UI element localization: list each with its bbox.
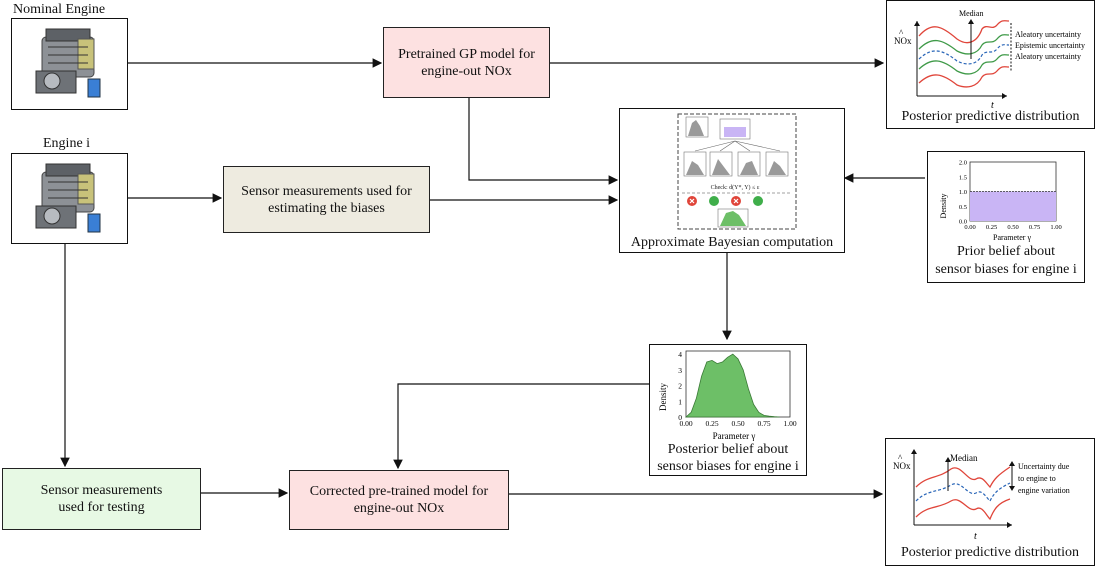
sensor-testing-label: Sensor measurements used for testing — [40, 483, 163, 515]
prior-y-tick: 1.0 — [959, 189, 967, 196]
prior-xlabel: Parameter γ — [993, 233, 1031, 242]
posterior-belief-y-tick: 0 — [678, 413, 682, 422]
prior-caption-2: sensor biases for engine i — [935, 262, 1077, 277]
prior-y-tick: 1.5 — [959, 174, 967, 181]
engine-i-label: Engine i — [43, 136, 91, 151]
prior-x-tick: 0.75 — [1029, 224, 1040, 231]
prior-y-tick: 0.0 — [959, 219, 967, 226]
posterior-bottom-hat: ^ — [898, 453, 903, 463]
nominal-engine-image — [11, 18, 128, 110]
sensor-bias-box: Sensor measurements used for estimating … — [223, 166, 430, 233]
posterior-belief-x-tick: 0.00 — [679, 419, 692, 428]
posterior-top-annot-3: Aleatory uncertainty — [1015, 52, 1081, 61]
posterior-belief-x-tick: 0.50 — [731, 419, 744, 428]
posterior-bottom-caption: Posterior predictive distribution — [900, 545, 1080, 560]
posterior-belief-chart: Density Parameter γ 0 1 2 3 4 0.00 0.25 0.50 0.7… — [658, 350, 797, 441]
posterior-top-plot: ^ NOx t Median Aleatory uncertainty Epis… — [894, 9, 1085, 111]
prior-chart: Density Parameter γ 0.0 0.5 1.0 1.5 2.0 0.00 0… — [939, 160, 1062, 243]
prior-y-tick: 0.5 — [959, 204, 967, 211]
posterior-bottom-ylabel: NOx — [893, 461, 911, 471]
posterior-top-median: Median — [959, 9, 983, 18]
sensor-bias-label: Sensor measurements used for estimating … — [241, 183, 412, 216]
posterior-top-hat: ^ — [899, 28, 904, 38]
posterior-belief-x-tick: 0.25 — [705, 419, 718, 428]
engine-i-image — [11, 153, 128, 244]
posterior-belief-caption-1: Posterior belief about — [667, 442, 789, 457]
posterior-belief-x-tick: 1.00 — [783, 419, 796, 428]
gp-model-label: Pretrained GP model for engine-out NOx — [398, 46, 535, 79]
posterior-belief-y-tick: 2 — [678, 382, 682, 391]
abc-panel: Check: d(Y*, Y) ≤ ε Approximate Bayesian… — [619, 108, 845, 253]
posterior-bottom-annot-1: Uncertainty due — [1018, 462, 1070, 471]
posterior-top-caption: Posterior predictive distribution — [901, 109, 1080, 124]
abc-check-text: Check: d(Y*, Y) ≤ ε — [711, 184, 760, 191]
arrow-gp-to-abc — [468, 98, 619, 185]
corrected-model-box: Corrected pre-trained model for engine-o… — [289, 470, 509, 530]
posterior-top-annot-1: Aleatory uncertainty — [1015, 30, 1081, 39]
posterior-belief-xlabel: Parameter γ — [713, 431, 756, 441]
prior-y-tick: 2.0 — [959, 160, 967, 167]
engine-icon — [35, 28, 101, 98]
posterior-top-annot-2: Epistemic uncertainty — [1015, 41, 1085, 50]
nominal-engine-label: Nominal Engine — [13, 2, 106, 17]
gp-model-box: Pretrained GP model for engine-out NOx — [383, 27, 550, 98]
prior-x-tick: 1.00 — [1050, 224, 1061, 231]
posterior-top-xlabel: t — [991, 100, 994, 111]
posterior-bottom-panel: ^ NOx t Median Uncertainty due to engine… — [885, 438, 1095, 566]
posterior-bottom-plot: ^ NOx t Median Uncertainty due to engine… — [893, 449, 1070, 542]
posterior-belief-x-tick: 0.75 — [757, 419, 770, 428]
posterior-belief-caption-2: sensor biases for engine i — [657, 459, 799, 474]
posterior-belief-ylabel: Density — [658, 383, 668, 411]
posterior-bottom-median: Median — [950, 453, 978, 463]
abc-schematic: Check: d(Y*, Y) ≤ ε — [677, 113, 797, 230]
posterior-bottom-annot-3: engine variation — [1018, 486, 1070, 495]
arrow-belief-to-corrected — [393, 383, 649, 470]
posterior-bottom-xlabel: t — [974, 531, 977, 542]
engine-icon — [35, 163, 101, 233]
posterior-top-ylabel: NOx — [894, 36, 912, 46]
posterior-belief-y-tick: 4 — [678, 350, 682, 359]
prior-x-tick: 0.00 — [964, 224, 975, 231]
prior-bar — [970, 191, 1056, 221]
posterior-belief-area — [684, 353, 780, 418]
prior-caption-1: Prior belief about — [957, 244, 1055, 259]
sensor-testing-box: Sensor measurements used for testing — [2, 468, 201, 530]
posterior-top-panel: ^ NOx t Median Aleatory uncertainty Epis… — [886, 0, 1095, 129]
posterior-belief-panel: Density Parameter γ 0 1 2 3 4 0.00 0.25 0.50 0.7… — [649, 344, 807, 476]
prior-panel: Density Parameter γ 0.0 0.5 1.0 1.5 2.0 0.00 0… — [927, 151, 1085, 283]
posterior-belief-y-tick: 3 — [678, 366, 682, 375]
prior-x-tick: 0.25 — [986, 224, 997, 231]
prior-ylabel: Density — [939, 194, 948, 219]
posterior-belief-y-tick: 1 — [678, 397, 682, 406]
prior-x-tick: 0.50 — [1007, 224, 1018, 231]
abc-caption: Approximate Bayesian computation — [630, 235, 834, 250]
posterior-bottom-annot-2: to engine to — [1018, 474, 1056, 483]
corrected-model-label: Corrected pre-trained model for engine-o… — [309, 484, 489, 516]
